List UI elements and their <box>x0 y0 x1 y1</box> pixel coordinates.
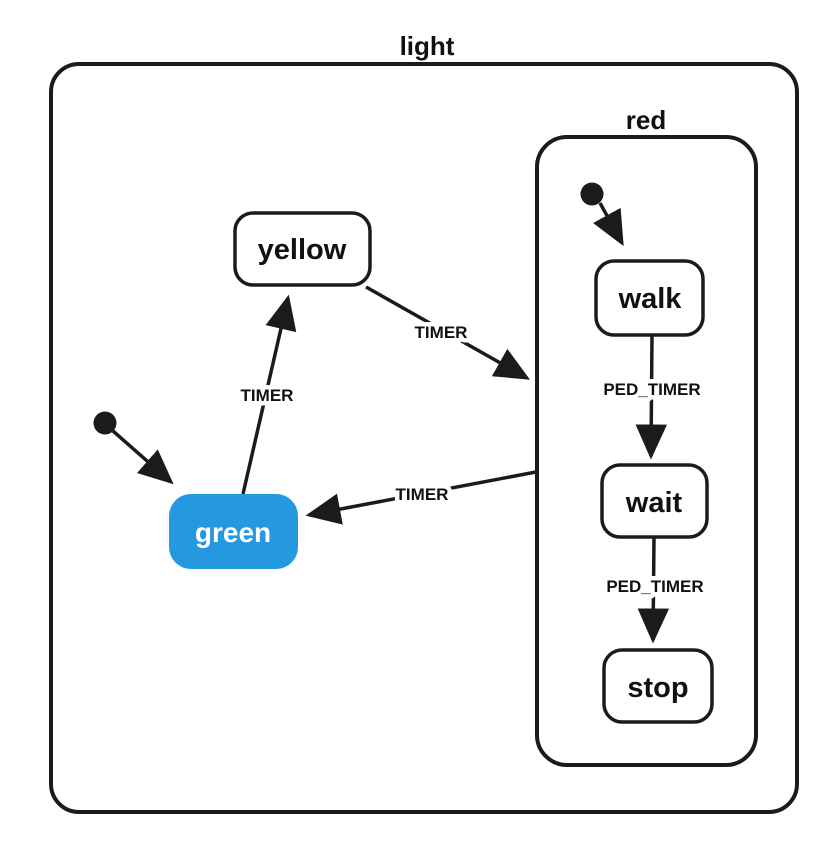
initial-arrow-to-walk <box>593 202 624 247</box>
compound-state-red-title[interactable]: red <box>626 105 666 135</box>
state-green-active[interactable] <box>169 494 298 569</box>
state-yellow[interactable] <box>233 211 372 287</box>
transition-arrow-yellow-to-red <box>365 285 531 380</box>
initial-state-dot-light <box>93 411 117 435</box>
initial-arrow-to-green <box>111 429 174 485</box>
machine-title: light <box>400 31 455 61</box>
initial-state-dot-red <box>580 182 604 206</box>
transition-arrow-green-to-yellow <box>241 294 297 495</box>
state-green-label[interactable]: green <box>195 517 271 548</box>
state-stop[interactable] <box>602 648 714 724</box>
event-label-ped-timer-wait-to-stop[interactable]: PED_TIMER <box>602 573 708 601</box>
transition-arrow-walk-to-wait <box>635 334 668 460</box>
state-wait[interactable] <box>600 463 709 539</box>
state-walk[interactable] <box>594 259 705 337</box>
state-stop-label[interactable]: stop <box>627 672 688 704</box>
event-label-timer-green-to-yellow[interactable]: TIMER <box>236 382 298 410</box>
event-label-timer-red-to-green[interactable]: TIMER <box>391 481 453 509</box>
state-wait-label[interactable]: wait <box>625 487 683 519</box>
transition-arrow-wait-to-stop <box>637 537 670 644</box>
state-walk-label[interactable]: walk <box>618 283 683 315</box>
event-label-ped-timer-walk-to-wait[interactable]: PED_TIMER <box>599 376 705 404</box>
event-label-timer-yellow-to-red[interactable]: TIMER <box>410 319 472 347</box>
transition-arrow-red-to-green <box>305 470 537 525</box>
state-yellow-label[interactable]: yellow <box>258 234 347 266</box>
